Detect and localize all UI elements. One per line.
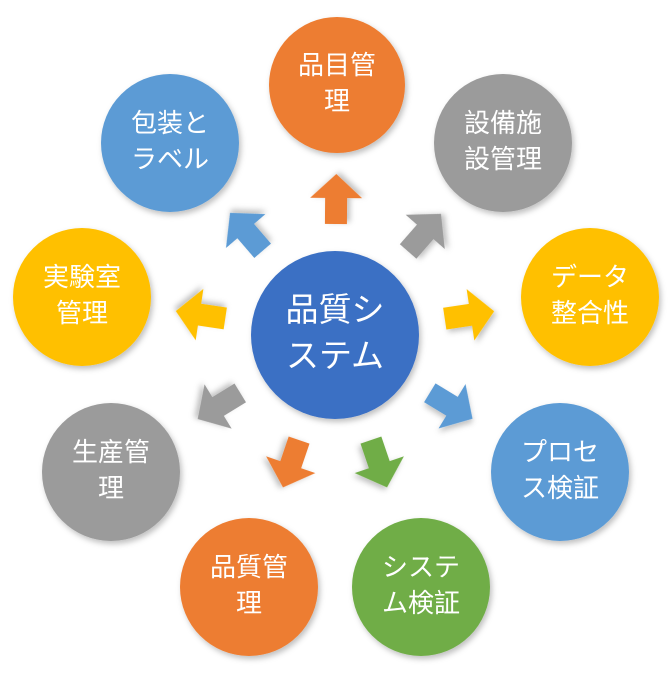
center-node-label-line-1: 品質シ bbox=[286, 290, 385, 329]
node-jikken-circle bbox=[13, 228, 151, 366]
node-data-label-line-1: データ bbox=[551, 263, 629, 293]
node-system-circle bbox=[352, 518, 490, 656]
node-seisan-label-line-1: 生産管 bbox=[72, 438, 150, 468]
node-hoso-label-line-2: ラベル bbox=[131, 145, 209, 175]
node-hinmoku-label-line-2: 理 bbox=[324, 87, 350, 117]
arrow-to-hinshitsu bbox=[266, 436, 316, 488]
node-hinmoku-label-line-1: 品目管 bbox=[298, 51, 376, 81]
arrow-to-seisan bbox=[197, 383, 247, 429]
arrow-to-process bbox=[424, 383, 473, 429]
node-system-label-line-2: ム検証 bbox=[382, 589, 460, 619]
node-hinshitsu-label-line-2: 理 bbox=[236, 589, 262, 619]
node-system-label-line-1: システ bbox=[382, 553, 460, 583]
arrow-to-setsubi bbox=[399, 213, 445, 259]
node-jikken-label-line-1: 実験室 bbox=[43, 263, 121, 293]
node-process-label-line-2: ス検証 bbox=[521, 474, 599, 504]
node-hinshitsu-label-line-1: 品質管 bbox=[210, 553, 288, 583]
node-data-label-line-2: 整合性 bbox=[551, 299, 629, 329]
nodes-layer: 品目管理設備施設管理データ整合性プロセス検証システム検証品質管理生産管理実験室管… bbox=[13, 17, 659, 656]
node-data-circle bbox=[521, 228, 659, 366]
arrows-layer bbox=[175, 174, 495, 488]
arrow-to-system bbox=[354, 436, 404, 488]
node-jikken-label-line-2: 管理 bbox=[56, 299, 108, 329]
node-setsubi-circle bbox=[434, 74, 572, 212]
node-hoso-circle bbox=[101, 74, 239, 212]
node-hinmoku-circle bbox=[269, 17, 405, 153]
arrow-to-hoso bbox=[225, 212, 271, 258]
arrow-to-hinmoku bbox=[310, 174, 363, 225]
arrow-to-data bbox=[443, 289, 495, 341]
node-setsubi-label-line-1: 設備施 bbox=[464, 109, 542, 139]
node-seisan-label-line-2: 理 bbox=[98, 474, 124, 504]
node-process-circle bbox=[491, 403, 629, 541]
node-process-label-line-1: プロセ bbox=[521, 438, 599, 468]
arrow-to-jikken bbox=[175, 288, 227, 341]
node-seisan-circle bbox=[42, 403, 180, 541]
center-node-label-line-2: ステム bbox=[286, 336, 384, 375]
center-node-circle bbox=[251, 251, 419, 419]
node-hinshitsu-circle bbox=[180, 518, 318, 656]
node-setsubi-label-line-2: 設管理 bbox=[464, 145, 542, 175]
node-hoso-label-line-1: 包装と bbox=[131, 109, 209, 139]
